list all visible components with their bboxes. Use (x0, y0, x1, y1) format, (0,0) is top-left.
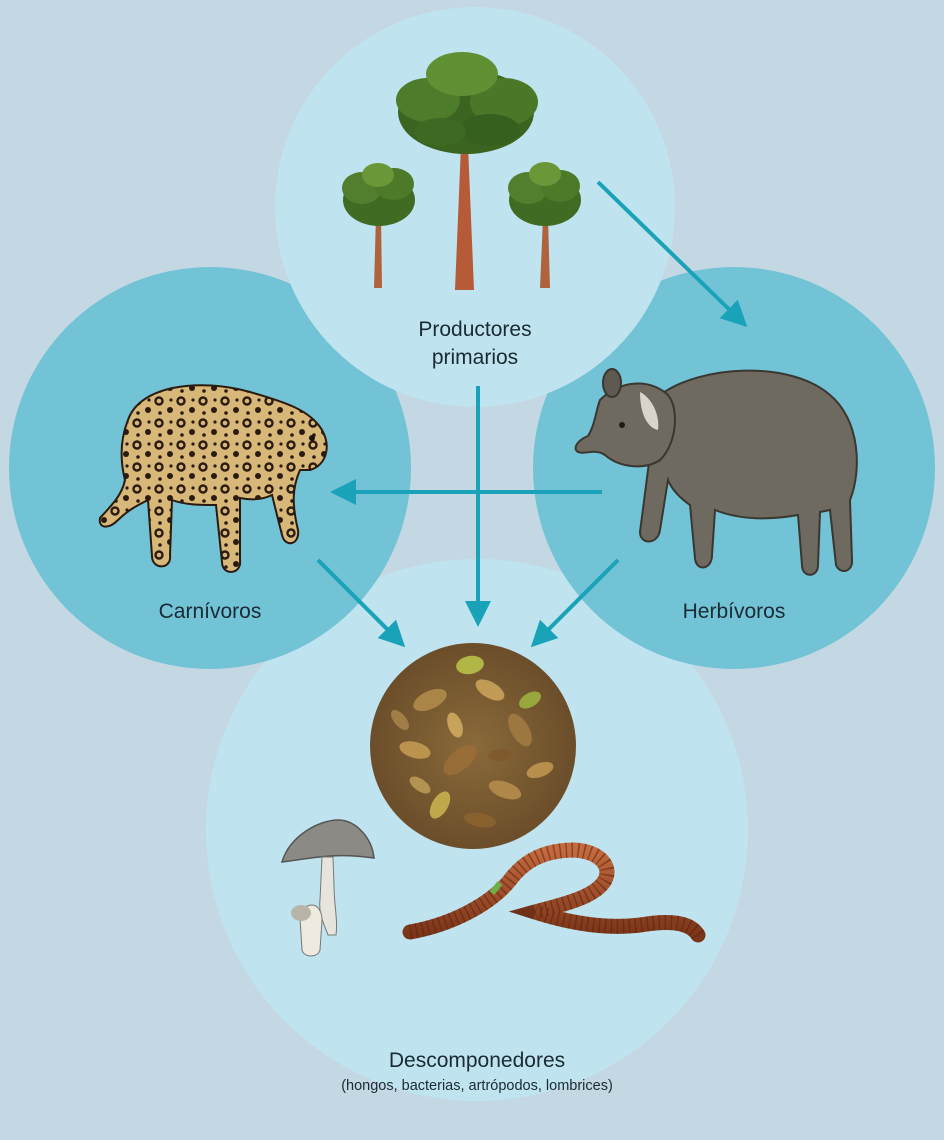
leaf-litter-illustration (370, 643, 576, 849)
producers-label: Productores primarios (375, 316, 575, 372)
carnivores-label: Carnívoros (110, 598, 310, 626)
decomposers-label: Descomponedores (327, 1047, 627, 1075)
herbivores-label: Herbívoros (634, 598, 834, 626)
producers-label-line2: primarios (375, 344, 575, 372)
producers-label-line1: Productores (375, 316, 575, 344)
decomposers-sublabel: (hongos, bacterias, artrópodos, lombrice… (297, 1076, 657, 1096)
